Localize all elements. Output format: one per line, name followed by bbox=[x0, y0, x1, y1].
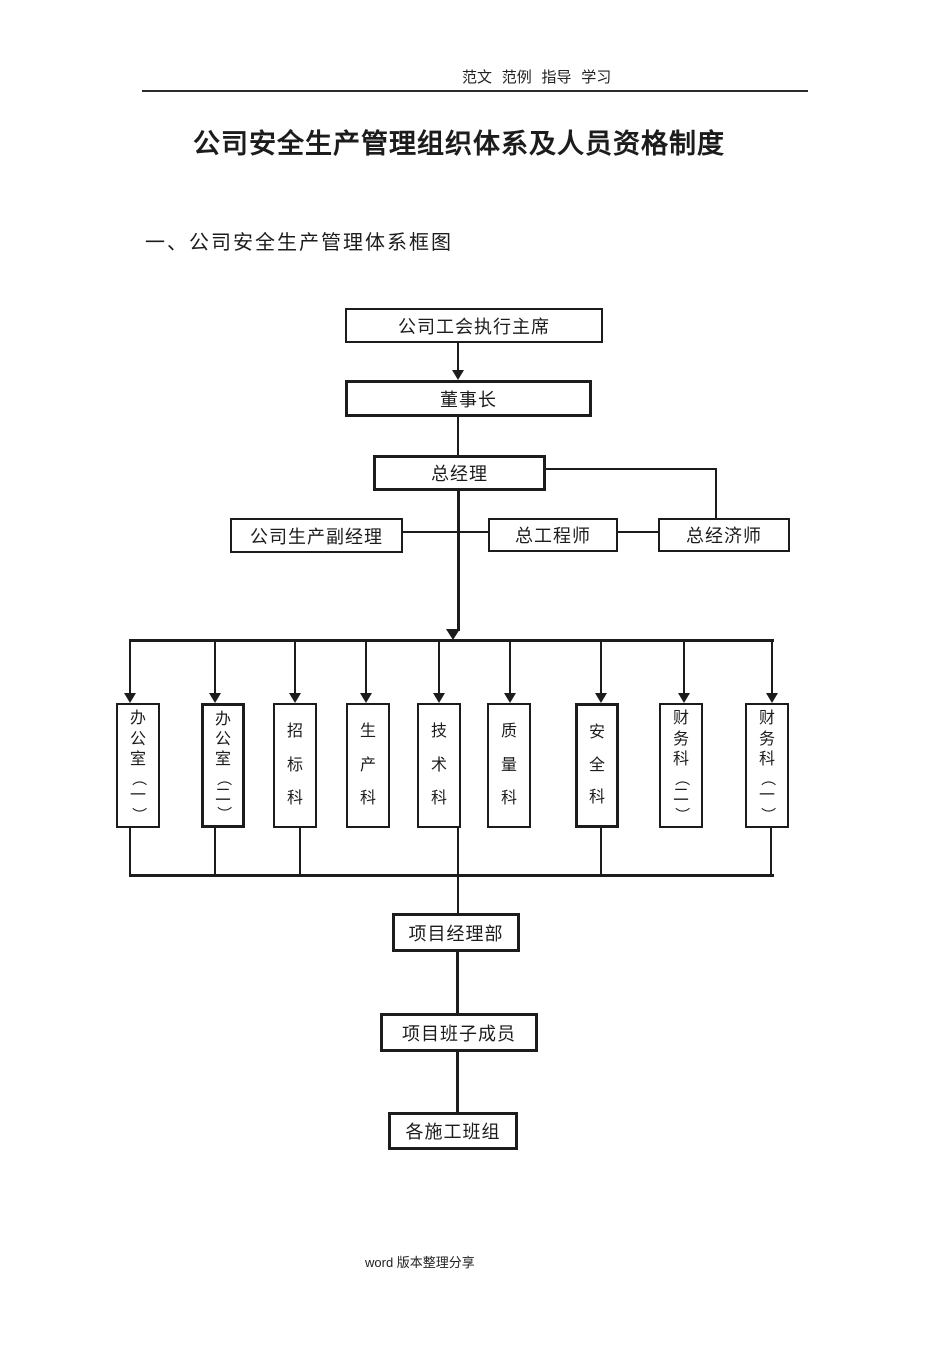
trunk-to-project-dept bbox=[457, 828, 459, 913]
fanout-line-9 bbox=[771, 641, 773, 693]
dept-down-stub-2 bbox=[214, 828, 216, 874]
arrowhead-union-to-chairman bbox=[452, 370, 464, 380]
node-union-chairman: 公司工会执行主席 bbox=[345, 308, 603, 343]
fanout-arrowhead-1 bbox=[124, 693, 136, 703]
connector-vice-to-engineer bbox=[403, 531, 488, 533]
dept-box-1: 办公室（一） bbox=[116, 703, 160, 828]
dept-box-3: 招标科 bbox=[273, 703, 317, 828]
connector-gm-right bbox=[546, 468, 717, 470]
fanout-arrowhead-3 bbox=[289, 693, 301, 703]
fanout-arrowhead-7 bbox=[595, 693, 607, 703]
fanout-line-4 bbox=[365, 641, 367, 693]
node-production-vice-manager: 公司生产副经理 bbox=[230, 518, 403, 553]
dept-box-2: 办公室（二） bbox=[201, 703, 245, 828]
connector-chairman-to-gm bbox=[457, 417, 459, 455]
fanout-arrowhead-8 bbox=[678, 693, 690, 703]
page-title: 公司安全生产管理组织体系及人员资格制度 bbox=[193, 129, 725, 159]
node-chief-engineer: 总工程师 bbox=[488, 518, 618, 552]
node-project-manager-dept: 项目经理部 bbox=[392, 913, 520, 952]
section-heading: 一、公司安全生产管理体系框图 bbox=[145, 232, 453, 254]
dept-box-5: 技术科 bbox=[417, 703, 461, 828]
trunk-gm-down bbox=[457, 491, 460, 631]
fanout-arrowhead-4 bbox=[360, 693, 372, 703]
node-project-team-members: 项目班子成员 bbox=[380, 1013, 538, 1052]
fanout-arrowhead-9 bbox=[766, 693, 778, 703]
fanout-line-6 bbox=[509, 641, 511, 693]
dept-down-stub-3 bbox=[299, 828, 301, 874]
fanout-line-3 bbox=[294, 641, 296, 693]
node-general-manager: 总经理 bbox=[373, 455, 546, 491]
dept-box-9: 财务科（一） bbox=[745, 703, 789, 828]
dept-box-7: 安全科 bbox=[575, 703, 619, 828]
fanout-arrowhead-5 bbox=[433, 693, 445, 703]
dept-down-stub-1 bbox=[129, 828, 131, 874]
fanout-arrowhead-2 bbox=[209, 693, 221, 703]
header-rule bbox=[142, 90, 808, 92]
distribution-line-bottom bbox=[129, 874, 774, 877]
dept-down-stub-4 bbox=[600, 828, 602, 874]
node-board-chairman: 董事长 bbox=[345, 380, 592, 417]
page-footer-text: word 版本整理分享 bbox=[365, 1255, 475, 1270]
connector-down-to-economist bbox=[715, 468, 717, 518]
connector-union-to-chairman bbox=[457, 343, 459, 372]
connector-team-to-crews bbox=[456, 1052, 459, 1112]
fanout-line-5 bbox=[438, 641, 440, 693]
dept-box-8: 财务科（二） bbox=[659, 703, 703, 828]
fanout-line-1 bbox=[129, 641, 131, 693]
fanout-arrowhead-6 bbox=[504, 693, 516, 703]
node-chief-economist: 总经济师 bbox=[658, 518, 790, 552]
fanout-line-2 bbox=[214, 641, 216, 693]
dept-box-6: 质量科 bbox=[487, 703, 531, 828]
distribution-line-top bbox=[129, 639, 774, 642]
dept-box-4: 生产科 bbox=[346, 703, 390, 828]
fanout-line-8 bbox=[683, 641, 685, 693]
connector-pm-to-team bbox=[456, 952, 459, 1013]
node-construction-crews: 各施工班组 bbox=[388, 1112, 518, 1150]
fanout-line-7 bbox=[600, 641, 602, 693]
arrowhead-trunk bbox=[446, 629, 460, 640]
dept-down-stub-5 bbox=[770, 828, 772, 874]
page-header-text: 范文 范例 指导 学习 bbox=[462, 70, 612, 86]
connector-engineer-to-economist bbox=[618, 531, 658, 533]
